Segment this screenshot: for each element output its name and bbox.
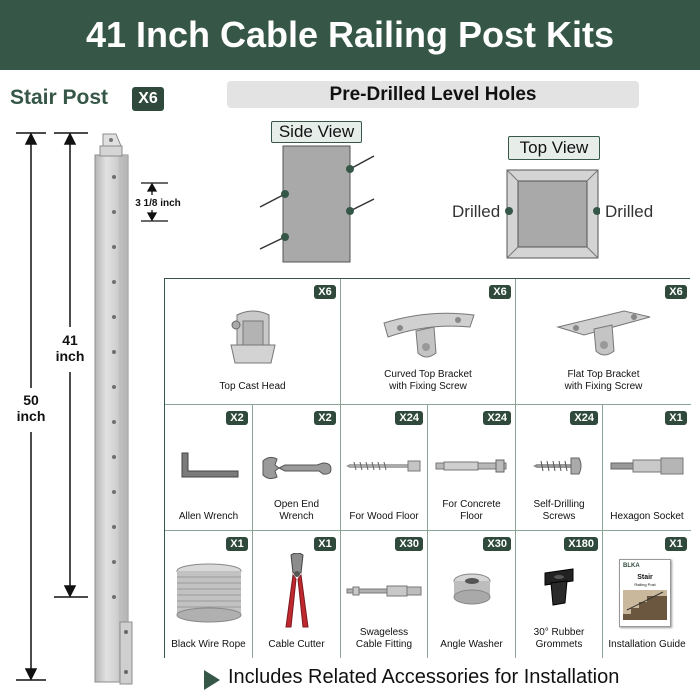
stair-post-label: Stair Post [10, 86, 109, 109]
predrilled-holes-title: Pre-Drilled Level Holes [227, 81, 639, 108]
qty-badge: X1 [665, 411, 687, 425]
qty-badge: X180 [564, 537, 598, 551]
qty-badge: X6 [314, 285, 336, 299]
kit-item-cable-fitting: X30 Swageless Cable Fitting [341, 531, 428, 658]
kit-item-rubber-grommets: X180 30° Rubber Grommets [516, 531, 603, 658]
item-label: Open End Wrench [273, 499, 320, 522]
post-height-label: 41 inch [46, 332, 94, 364]
top-view-title: Top View [508, 136, 600, 160]
wire-rope-icon [176, 563, 241, 623]
qty-badge: X24 [395, 411, 423, 425]
page-title: 41 Inch Cable Railing Post Kits [0, 0, 700, 70]
drilled-left-label: Drilled [452, 202, 501, 221]
item-label: 30° Rubber Grommets [533, 627, 585, 650]
total-height-label: 50 inch [6, 392, 56, 424]
kit-item-flat-top-bracket: X6 Flat Top Bracket with Fixing Screw [516, 279, 691, 405]
item-label: Curved Top Bracket with Fixing Screw [384, 369, 472, 392]
flat-bracket-icon [555, 310, 650, 356]
stair-post-qty-badge: X6 [132, 87, 164, 111]
wood-screw-icon [346, 460, 421, 472]
post-height-unit: inch [55, 348, 85, 365]
allen-wrench-icon [181, 452, 238, 478]
self-drilling-screw-icon [533, 457, 582, 475]
total-height-value: 50 [23, 392, 39, 408]
cable-fitting-icon [346, 585, 422, 597]
qty-badge: X6 [665, 285, 687, 299]
installation-guide-icon: BLKA Stair Railing Post [619, 559, 671, 627]
qty-badge: X30 [483, 537, 511, 551]
item-label: Swageless Cable Fitting [355, 627, 413, 650]
footer-note: Includes Related Accessories for Install… [228, 666, 620, 688]
item-label: Top Cast Head [219, 380, 286, 392]
kit-item-installation-guide: X1 BLKA Stair Railing Post Installation … [603, 531, 691, 658]
curved-bracket-icon [383, 312, 475, 358]
kit-item-allen-wrench: X2 Allen Wrench [165, 405, 253, 531]
qty-badge: X1 [226, 537, 248, 551]
item-label: Allen Wrench [178, 510, 239, 522]
open-end-wrench-icon [262, 456, 332, 480]
qty-badge: X24 [483, 411, 511, 425]
post-height-dimension [54, 132, 88, 598]
angle-washer-icon [453, 573, 490, 605]
hole-spacing-label: 3 1/8 inch [135, 198, 181, 209]
post-height-value: 41 [62, 332, 78, 348]
concrete-anchor-icon [435, 459, 506, 473]
qty-badge: X30 [395, 537, 423, 551]
kit-item-concrete-anchor: X24 For Concrete Floor [428, 405, 516, 531]
item-label: Installation Guide [608, 638, 686, 650]
qty-badge: X2 [314, 411, 336, 425]
guide-subtitle: Railing Post [634, 582, 656, 587]
item-label: For Wood Floor [349, 510, 419, 522]
rubber-grommet-icon [544, 568, 574, 606]
kit-item-cable-cutter: X1 Cable Cutter [253, 531, 341, 658]
top-cast-head-icon [229, 310, 276, 364]
total-height-dimension [16, 132, 46, 681]
hole-spacing-dimension [141, 182, 168, 222]
item-label: Cable Cutter [268, 638, 325, 650]
qty-badge: X1 [314, 537, 336, 551]
stair-post-illustration [16, 132, 168, 685]
side-view-diagram [259, 145, 375, 263]
cable-cutter-icon [284, 553, 309, 628]
item-label: For Concrete Floor [442, 499, 501, 522]
guide-brand: BLKA [623, 563, 640, 569]
kit-item-self-drilling-screws: X24 Self-Drilling Screws [516, 405, 603, 531]
qty-badge: X2 [226, 411, 248, 425]
item-label: Black Wire Rope [171, 638, 246, 650]
item-label: Angle Washer [440, 638, 503, 650]
kit-item-hexagon-socket: X1 Hexagon Socket [603, 405, 691, 531]
kit-contents-grid: X6 Top Cast Head X6 Curved Top Bracket w… [164, 278, 691, 658]
qty-badge: X6 [489, 285, 511, 299]
guide-title: Stair [637, 574, 653, 581]
kit-item-open-end-wrench: X2 Open End Wrench [253, 405, 341, 531]
kit-item-wood-floor-screw: X24 For Wood Floor [341, 405, 428, 531]
guide-stairs-image [623, 590, 667, 620]
play-arrow-icon [204, 670, 220, 690]
hexagon-socket-icon [610, 457, 684, 475]
item-label: Flat Top Bracket with Fixing Screw [564, 369, 643, 392]
top-view-diagram [505, 169, 600, 259]
qty-badge: X24 [570, 411, 598, 425]
total-height-unit: inch [16, 408, 46, 425]
drilled-right-label: Drilled [605, 202, 654, 221]
item-label: Self-Drilling Screws [533, 499, 585, 522]
qty-badge: X1 [665, 537, 687, 551]
item-label: Hexagon Socket [610, 510, 684, 522]
kit-item-curved-top-bracket: X6 Curved Top Bracket with Fixing Screw [341, 279, 516, 405]
kit-item-top-cast-head: X6 Top Cast Head [165, 279, 341, 405]
side-view-title: Side View [271, 121, 362, 143]
kit-item-wire-rope: X1 Black Wire Rope [165, 531, 253, 658]
kit-item-angle-washer: X30 Angle Washer [428, 531, 516, 658]
